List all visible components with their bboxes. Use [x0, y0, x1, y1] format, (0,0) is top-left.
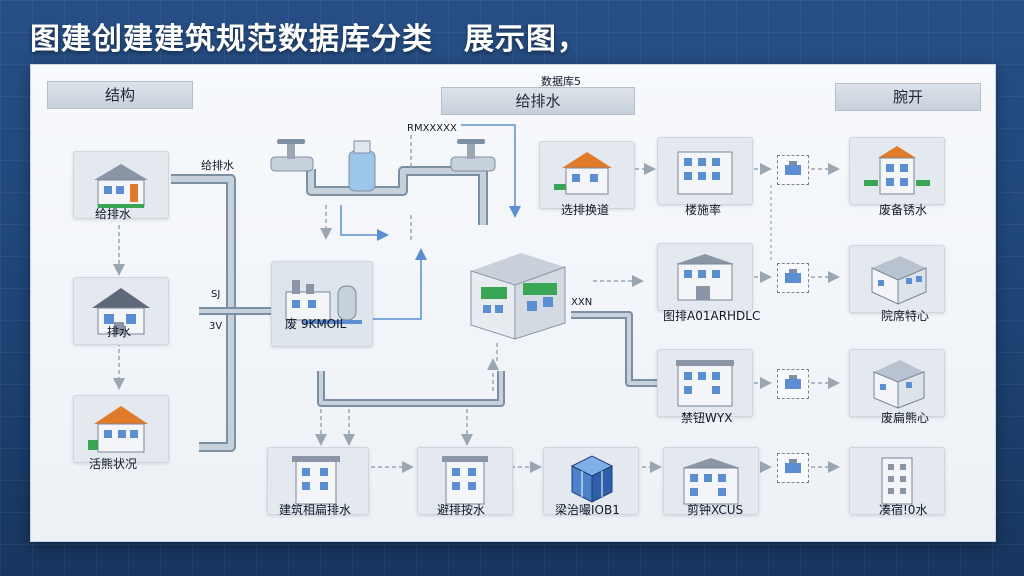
node-row1-c1-label: 选排换道: [561, 203, 610, 217]
cube-icon: [570, 455, 614, 503]
node-bottom-2: [417, 447, 513, 515]
node-left-3-label: 活熊状况: [89, 457, 138, 471]
pipe-label-b: 3V: [209, 321, 223, 332]
node-bottom-4: [663, 447, 759, 515]
node-left-2: [73, 277, 169, 345]
node-bottom-5-label: 凑宿!0水: [879, 503, 928, 517]
node-tank-label: 废 9KMOIL: [285, 317, 347, 331]
node-row1-c4: [849, 137, 945, 205]
house-icon: [88, 406, 148, 453]
node-bottom-3: [543, 447, 639, 515]
top-center-note: 数据库5: [541, 75, 581, 88]
node-row1-c2-label: 楼施率: [685, 203, 722, 217]
node-row2-c4: [849, 245, 945, 313]
node-bottom-2-label: 避排按水: [437, 503, 486, 517]
factory-icon: [285, 280, 362, 324]
node-row3-c2: [657, 349, 753, 417]
connector-box-1: [777, 155, 809, 185]
building-icon: [871, 256, 927, 305]
pipe-label-a: SJ: [211, 289, 221, 300]
pipe-center-lower: [317, 371, 505, 407]
node-bottom-3-label: 梁治嘬IOB1: [555, 503, 620, 517]
node-row3-c2-label: 禁钮WYX: [681, 411, 733, 425]
valve-icon: [785, 161, 801, 175]
building-icon: [676, 254, 734, 301]
node-bottom-1-label: 建筑相扁排水: [279, 503, 352, 517]
node-row3-c4-label: 废扁熊心: [881, 411, 930, 425]
node-left-2-label: 排水: [107, 325, 132, 339]
header-structure: 结构: [47, 81, 193, 109]
connector-box-4: [777, 453, 809, 483]
node-row1-c4-label: 废备锈水: [879, 203, 928, 217]
building-icon: [873, 360, 925, 409]
pipe-label-side: XXN: [571, 297, 593, 308]
node-row2-c4-label: 院席特心: [881, 309, 930, 323]
page-title: 图建创建建筑规范数据库分类 展示图，: [30, 22, 588, 57]
valve-icon: [785, 375, 801, 389]
node-row1-c2: [657, 137, 753, 205]
node-row2-c2-label: 图排A01ARHDLC: [663, 309, 761, 323]
building-icon: [442, 456, 488, 505]
house-icon: [92, 288, 150, 335]
building-icon: [677, 151, 733, 195]
connector-box-2: [777, 263, 809, 293]
valve-icon: [785, 459, 801, 473]
pipe-network: [113, 124, 840, 473]
pipe-label-top: RMXXXXX: [407, 123, 457, 134]
node-bottom-5: [849, 447, 945, 515]
diagram-panel: 结构 数据库5 给排水 腕开: [30, 64, 996, 542]
node-left-1: [73, 151, 169, 219]
node-tank: [271, 261, 373, 347]
house-icon: [94, 164, 148, 208]
building-icon: [682, 458, 740, 505]
center-building: [461, 243, 571, 343]
valve-icon: [785, 269, 801, 283]
node-row2-c2: [657, 243, 753, 311]
building-icon: [676, 360, 734, 407]
node-row1-c1: [539, 141, 635, 209]
pipe-center-right: [571, 311, 663, 387]
building-icon: [470, 253, 566, 340]
node-bottom-1: [267, 447, 369, 515]
header-right: 腕开: [835, 83, 981, 111]
pipe-top: [306, 166, 488, 225]
connector-box-3: [777, 369, 809, 399]
node-row3-c4: [849, 349, 945, 417]
building-icon: [292, 456, 340, 505]
building-icon: [864, 146, 930, 195]
node-left-3: [73, 395, 169, 463]
building-icon: [881, 457, 913, 505]
header-water: 给排水: [441, 87, 635, 115]
node-left-1-label: 给排水: [95, 207, 132, 221]
node-bottom-4-label: 剪钟XCUS: [687, 503, 744, 517]
pipe-label-water: 给排水: [201, 159, 234, 172]
house-icon: [554, 152, 612, 195]
